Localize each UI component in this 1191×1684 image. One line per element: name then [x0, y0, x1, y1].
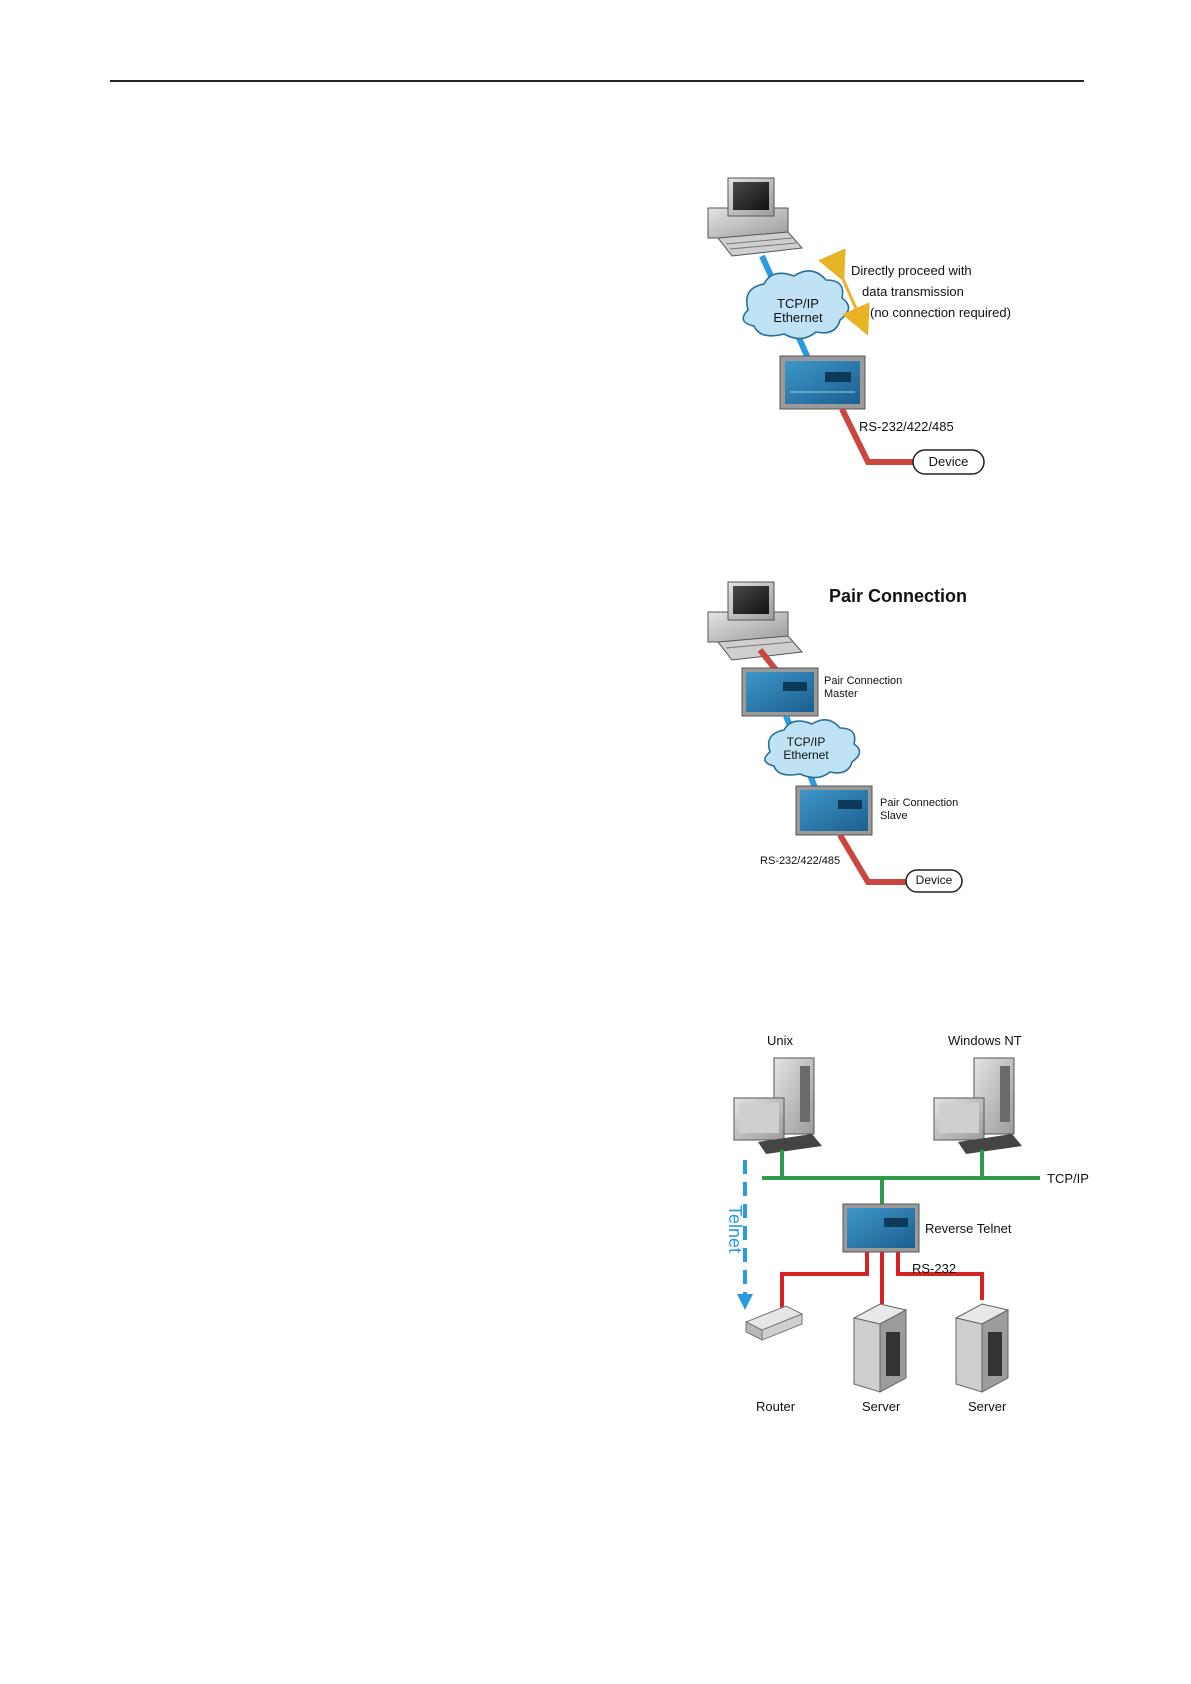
tcpip-bus [762, 1150, 1040, 1204]
server-icon [956, 1304, 1008, 1392]
pc-icon [708, 582, 802, 660]
master-label-line-1: Pair Connection [824, 675, 902, 687]
device-label: Device [906, 873, 962, 887]
unix-workstation-icon [734, 1058, 822, 1154]
slave-label-line-2: Slave [880, 810, 908, 822]
cloud-label-line-1: TCP/IP [763, 297, 833, 311]
nport-reverse-telnet-icon [843, 1204, 919, 1252]
server-label-2: Server [968, 1400, 1006, 1414]
cloud-label-line-2: Ethernet [763, 311, 833, 325]
annotation-line-2: data transmission [862, 285, 964, 299]
router-icon [746, 1306, 802, 1340]
cloud-label: TCP/IP Ethernet [772, 736, 840, 761]
slave-label-line-1: Pair Connection [880, 797, 958, 809]
serial-link [840, 835, 910, 882]
rs232-label: RS-232 [912, 1262, 956, 1276]
nport-device-icon [780, 356, 865, 409]
windows-nt-label: Windows NT [948, 1034, 1022, 1048]
device-label: Device [913, 454, 984, 469]
annotation-line-3: (no connection required) [870, 306, 1011, 320]
cloud-label-line-2: Ethernet [772, 749, 840, 762]
reverse-telnet-label: Reverse Telnet [925, 1222, 1011, 1236]
cloud-label: TCP/IP Ethernet [763, 297, 833, 324]
pc-icon [708, 178, 802, 256]
cloud-label-line-1: TCP/IP [772, 736, 840, 749]
windows-workstation-icon [934, 1058, 1022, 1154]
tcpip-label: TCP/IP [1047, 1172, 1089, 1186]
annotation-line-1: Directly proceed with [851, 264, 972, 278]
master-label-line-2: Master [824, 688, 858, 700]
router-label: Router [756, 1400, 795, 1414]
unix-label: Unix [767, 1034, 793, 1048]
server-icon [854, 1304, 906, 1392]
diagram-title: Pair Connection [829, 587, 967, 607]
nport-master-icon [742, 668, 818, 716]
serial-label: RS-232/422/485 [760, 855, 840, 867]
nport-slave-icon [796, 786, 872, 835]
serial-label: RS-232/422/485 [859, 420, 954, 434]
serial-link [842, 409, 920, 462]
telnet-label: Telnet [724, 1205, 745, 1253]
server-label-1: Server [862, 1400, 900, 1414]
